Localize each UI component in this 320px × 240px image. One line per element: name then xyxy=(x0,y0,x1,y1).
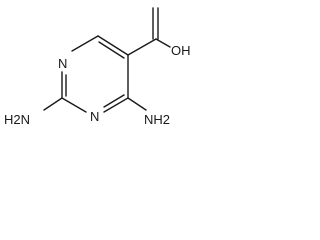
molecule-drawing: N N OH H2N NH2 xyxy=(4,7,191,127)
atom-label-carboxyl-oh: OH xyxy=(171,43,191,58)
bond-n3-c4 xyxy=(103,97,129,113)
bond-carboxyl-oh xyxy=(155,38,171,48)
bond-c2-n3 xyxy=(61,97,87,113)
bond-c2-amine xyxy=(43,97,63,111)
bond-n3-c4-inner xyxy=(103,94,125,108)
atom-label-amine-c4: NH2 xyxy=(144,112,170,127)
atom-label-ring-n3: N xyxy=(90,109,99,124)
atom-label-ring-n1: N xyxy=(58,56,67,71)
bond-c4-amine xyxy=(127,97,147,111)
bond-c5-carboxyl xyxy=(127,38,157,56)
bond-c5-c6-inner xyxy=(98,41,125,59)
bond-c5-c6 xyxy=(97,35,129,56)
bond-c6-n1 xyxy=(71,35,99,52)
atom-label-amine-c2: H2N xyxy=(4,112,30,127)
structure-canvas: N N OH H2N NH2 xyxy=(0,0,214,140)
